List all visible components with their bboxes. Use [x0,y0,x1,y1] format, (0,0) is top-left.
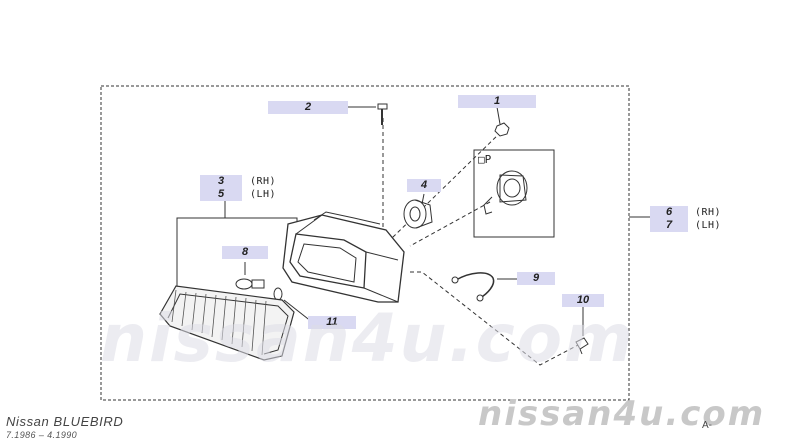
watermark-center: nissan4u.com [100,300,635,377]
callout-1: 1 [458,95,536,108]
side-label-rh-6: (RH) [695,207,722,218]
callout-8: 8 [222,246,268,259]
side-label-lh-7: (LH) [695,220,722,231]
callout-7: 7 [650,219,688,232]
assembly-frame [100,85,630,401]
headlamp-housing [282,211,405,303]
side-label-rh-3: (RH) [250,176,277,187]
socket-part-4 [403,199,433,229]
callout-4: 4 [407,179,441,192]
callout-9: 9 [517,272,555,285]
dash-10 [410,271,581,366]
harness-part-9 [451,272,495,302]
clip-part-11 [273,287,283,301]
dash-4 [409,201,491,247]
bulb-clip-part-10 [575,337,589,355]
watermark-footer: nissan4u.com [478,394,766,434]
leader-11 [283,299,313,323]
side-label-lh-5: (LH) [250,189,277,200]
option-label: □P [478,153,492,166]
option-box [473,149,555,238]
callout-3: 3 [200,175,242,188]
leader-1 [496,106,501,125]
page-code: A- [702,420,712,431]
callout-5: 5 [200,188,242,201]
callout-6: 6 [650,206,688,219]
callout-11: 11 [308,316,356,329]
callout-10: 10 [562,294,604,307]
lens-part-3-5 [159,285,295,361]
model-name: Nissan BLUEBIRD [6,414,124,429]
production-years: 7.1986 – 4.1990 [6,430,78,440]
screw-part-2 [377,103,388,125]
nut-part-1 [494,122,510,137]
bulb-part-8 [235,278,265,290]
callout-2: 2 [268,101,348,114]
leveling-motor-part [483,170,528,215]
